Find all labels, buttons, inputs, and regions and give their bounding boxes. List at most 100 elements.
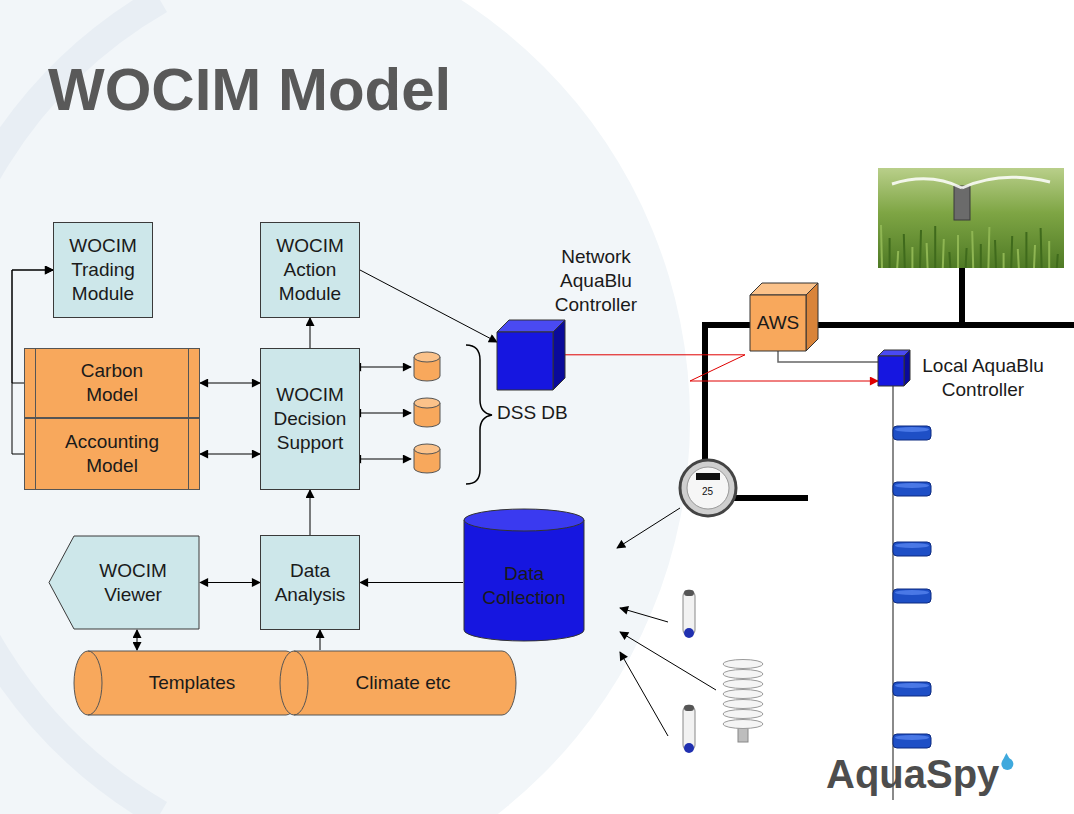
grass-blade — [1034, 245, 1035, 268]
database-top — [414, 398, 440, 408]
grass-blade — [1041, 228, 1042, 268]
connector — [200, 383, 260, 384]
text-block: Climate etc — [321, 671, 474, 695]
pipe — [734, 495, 808, 501]
moisture-sensor — [893, 589, 931, 603]
moisture-sensor — [893, 734, 931, 748]
node-text: Local AquaBlu Controller — [918, 354, 1048, 402]
radiation-shield-plate — [723, 690, 763, 699]
controller-cube: Local AquaBlu Controller — [874, 350, 1052, 442]
moisture-sensor — [893, 542, 931, 556]
moisture-sensor — [893, 482, 931, 496]
side-bar — [35, 419, 36, 489]
node-text: Accounting Model — [56, 430, 168, 478]
text-block: WOCIM Trading Module — [54, 234, 152, 305]
probe-tip — [684, 628, 694, 638]
sensor-highlight — [895, 427, 929, 432]
node-text: WOCIM Decision Support — [265, 383, 355, 454]
node-text: Network AquaBlu Controller — [532, 245, 660, 316]
grass-blade — [966, 248, 967, 268]
grass-blade — [1048, 241, 1050, 268]
brand-logo: AquaSpy — [826, 752, 999, 796]
cylinder-body — [464, 520, 584, 641]
connector — [320, 630, 321, 650]
side-bar — [35, 349, 36, 417]
database-cylinder: Data Collection — [463, 508, 585, 642]
pipe — [959, 266, 965, 325]
side-bar — [188, 349, 189, 417]
water-spray — [892, 179, 962, 188]
connector — [200, 454, 260, 455]
side-bar — [188, 419, 189, 489]
cube-side — [553, 320, 565, 390]
grass-blade — [1011, 236, 1012, 268]
grass-blade — [927, 243, 928, 268]
radiation-shield-plate — [723, 720, 763, 729]
cube-side — [904, 350, 910, 386]
moisture-sensor — [893, 682, 931, 696]
text-block: WOCIM Decision Support — [261, 383, 359, 454]
slide-title: WOCIM Model — [48, 60, 451, 120]
grass-blade — [1057, 254, 1058, 268]
cube-side — [806, 283, 818, 351]
node-text: Carbon Model — [56, 359, 168, 407]
sensor-highlight — [895, 735, 929, 740]
cube-front — [497, 332, 553, 390]
grass-blade — [881, 225, 882, 268]
grass-blade — [1003, 253, 1005, 268]
connector — [137, 630, 138, 650]
radiation-shield-plate — [723, 660, 763, 669]
water-meter — [680, 460, 736, 516]
sensor-highlight — [895, 683, 929, 688]
text-block: Carbon Model — [56, 359, 168, 407]
text-block: Data Analysis — [261, 559, 359, 607]
database-arrow — [353, 367, 411, 368]
cylinder-end — [294, 651, 308, 715]
probe-tip — [684, 743, 694, 753]
node-text: AWS — [757, 311, 800, 335]
process-box: Data Analysis — [260, 535, 360, 630]
cylinder-body — [280, 651, 516, 715]
sprinkler-head — [954, 186, 970, 220]
database-arrow — [353, 459, 411, 460]
grass-blade — [889, 238, 891, 268]
sensor-arrow — [620, 652, 668, 736]
station-pole — [738, 728, 748, 742]
node-text: Templates — [149, 671, 236, 695]
database-top — [414, 444, 440, 454]
sensor-arrow — [620, 608, 668, 622]
grass-blade — [911, 247, 913, 268]
radiation-shield-plate — [723, 670, 763, 679]
node-text: WOCIM Trading Module — [58, 234, 148, 305]
grass-blade — [988, 227, 989, 268]
station-cube: AWS — [750, 283, 818, 351]
connector — [360, 270, 497, 342]
grass-blade — [972, 231, 973, 268]
grass-blade — [995, 240, 996, 268]
text-block: Network AquaBlu Controller — [532, 245, 660, 316]
text-block: Accounting Model — [56, 430, 168, 478]
meter-reading: 25 — [702, 486, 713, 497]
process-box: WOCIM Action Module — [260, 222, 360, 318]
logo-drop — [1002, 753, 1010, 761]
connector — [200, 582, 260, 583]
grass-blade — [1025, 232, 1027, 268]
cube-figure — [878, 350, 910, 386]
process-box: WOCIM Trading Module — [53, 222, 153, 318]
grass-blade — [957, 235, 959, 268]
grass-blade — [1018, 249, 1019, 268]
connector — [360, 582, 463, 583]
sprinkler-photo — [878, 168, 1064, 268]
connector — [310, 318, 311, 348]
grass-blade — [920, 230, 921, 268]
database-top — [414, 352, 440, 362]
text-block: WOCIM Viewer — [83, 559, 183, 607]
radiation-shield-plate — [723, 710, 763, 719]
cylinder-end — [88, 651, 102, 715]
sensor-highlight — [895, 483, 929, 488]
node-text: WOCIM Viewer — [83, 559, 183, 607]
cube-front — [878, 356, 904, 386]
grass-blade — [943, 239, 944, 268]
text-block: WOCIM Action Module — [261, 234, 359, 305]
cube-figure — [497, 320, 565, 390]
